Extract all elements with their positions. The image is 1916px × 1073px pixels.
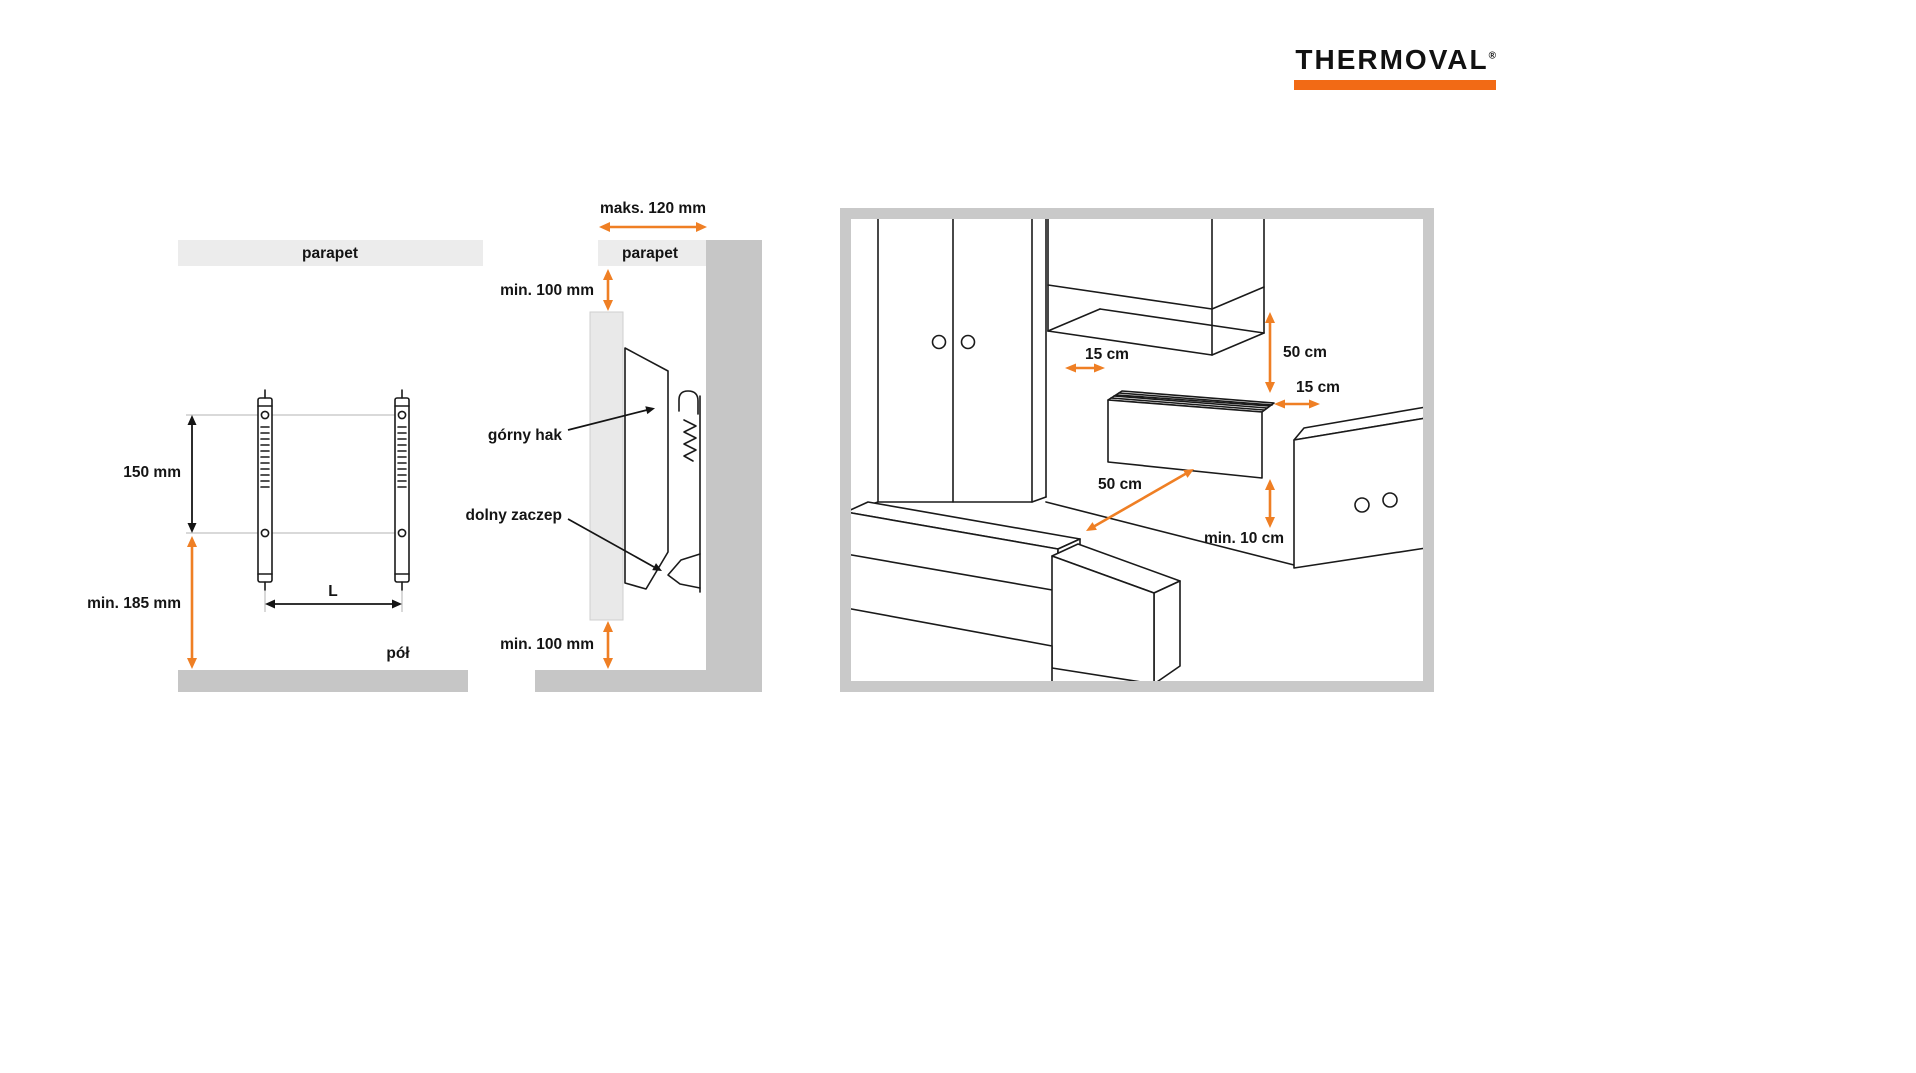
front-parapet-bar	[178, 240, 483, 266]
dim-arrow-min-100mm-bottom	[603, 621, 613, 669]
mounting-rail-left	[257, 389, 273, 591]
registered-mark-icon: ®	[1488, 50, 1496, 62]
convector-heater	[1107, 390, 1275, 479]
side-floor-bar	[535, 670, 762, 692]
right-cabinet	[1293, 406, 1427, 569]
dim-arrow-15cm-left	[1065, 363, 1105, 373]
spring-shape	[683, 419, 697, 462]
dim-label-50cm-front: 50 cm	[1098, 476, 1142, 493]
wall-shelf-unit	[1047, 215, 1265, 356]
wardrobe-knob-left	[931, 334, 947, 350]
alignment-guides	[186, 414, 409, 612]
dim-label-50cm-top: 50 cm	[1283, 344, 1327, 361]
dim-label-min-10cm: min. 10 cm	[1204, 530, 1284, 547]
room-view-frame	[840, 208, 1434, 692]
dim-label-min-185mm: min. 185 mm	[87, 595, 181, 612]
side-parapet-bar	[598, 240, 706, 266]
sofa	[845, 501, 1181, 685]
wall-section	[706, 240, 762, 692]
wardrobe	[877, 215, 1047, 503]
upper-hook-label: górny hak	[488, 427, 562, 444]
lower-catch-pointer-arrow	[567, 518, 662, 571]
brand-name: THERMOVAL®	[1294, 44, 1496, 76]
brand-wordmark: THERMOVAL	[1295, 44, 1489, 75]
dim-arrow-150mm	[187, 415, 197, 533]
dim-arrow-50cm-top	[1265, 312, 1275, 393]
dim-label-min-100mm-bottom: min. 100 mm	[500, 636, 594, 653]
upper-hook-pointer-arrow	[567, 406, 655, 431]
wardrobe-knob-right	[960, 334, 976, 350]
dim-arrow-min-185mm	[187, 536, 197, 669]
dim-label-15cm-left: 15 cm	[1085, 346, 1129, 363]
heater-body-profile	[624, 347, 669, 590]
front-view-diagram: parapet pół	[87, 240, 483, 692]
dim-arrow-15cm-right	[1274, 399, 1320, 409]
lower-catch-shape	[667, 553, 701, 589]
dim-arrow-min-100mm-top	[603, 269, 613, 311]
front-parapet-label: parapet	[302, 245, 358, 262]
dim-label-maks-120mm: maks. 120 mm	[600, 200, 706, 217]
dim-arrow-50cm-front	[1086, 469, 1194, 531]
upper-hook-shape	[678, 390, 699, 415]
heater-front-panel-side	[589, 311, 624, 621]
dim-arrow-min-10cm	[1265, 479, 1275, 528]
dim-label-L: L	[328, 583, 337, 600]
brand-underline-bar	[1294, 80, 1496, 90]
brand-logo: THERMOVAL®	[1294, 44, 1496, 90]
dim-arrow-L	[265, 599, 402, 609]
lower-catch-label: dolny zaczep	[466, 507, 562, 524]
mounting-rail-right	[394, 389, 410, 591]
side-view-diagram: maks. 120 mm parapet min. 100 mm	[466, 200, 762, 692]
cabinet-knob-left	[1354, 497, 1370, 513]
dim-arrow-maks-120mm	[599, 222, 707, 232]
dim-label-15cm-right: 15 cm	[1296, 379, 1340, 396]
front-floor-bar	[178, 670, 468, 692]
front-floor-label: pół	[386, 645, 410, 662]
cabinet-knob-right	[1382, 492, 1398, 508]
side-parapet-label: parapet	[622, 245, 678, 262]
dim-label-150mm: 150 mm	[123, 464, 181, 481]
wall-bracket-profile	[667, 390, 701, 593]
dim-label-min-100mm-top: min. 100 mm	[500, 282, 594, 299]
room-view-diagram: 15 cm 50 cm 15 cm 50 cm	[840, 208, 1434, 692]
